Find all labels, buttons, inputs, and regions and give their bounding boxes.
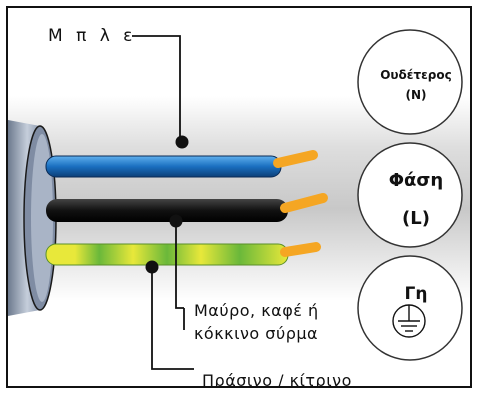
blue-wire	[45, 155, 282, 178]
green-yellow-wire	[45, 243, 289, 266]
diagram-frame: Μ π λ ε Μαύρο, καφέ ή κόκκινο σύρμα Πράσ…	[6, 6, 472, 388]
blue-wire-tip	[273, 150, 318, 168]
phase-title: Φάση	[388, 170, 444, 191]
phase-subtitle: (L)	[402, 208, 430, 229]
ground-symbol-icon	[392, 304, 426, 338]
neutral-subtitle: (N)	[405, 88, 427, 102]
black-leader-line	[175, 221, 184, 309]
blue-wire-label: Μ π λ ε	[48, 26, 137, 46]
neutral-title: Ουδέτερος	[380, 68, 452, 82]
black-wire-tip	[280, 193, 328, 213]
phase-circle	[357, 142, 463, 248]
earth-title: Γη	[404, 284, 428, 304]
blue-leader-dot	[175, 135, 189, 149]
earth-circle	[357, 255, 463, 361]
blue-leader-line	[132, 35, 181, 138]
wiring-illustration	[8, 29, 470, 370]
black-wire-label-line1: Μαύρο, καφέ ή	[194, 301, 319, 320]
black-wire	[46, 199, 288, 222]
neutral-circle	[357, 29, 463, 135]
green-wire-label: Πράσινο / κίτρινο	[202, 371, 352, 388]
green-leader-line	[151, 267, 194, 370]
black-wire-label-line2: κόκκινο σύρμα	[194, 324, 319, 343]
green-yellow-wire-tip	[280, 242, 321, 257]
